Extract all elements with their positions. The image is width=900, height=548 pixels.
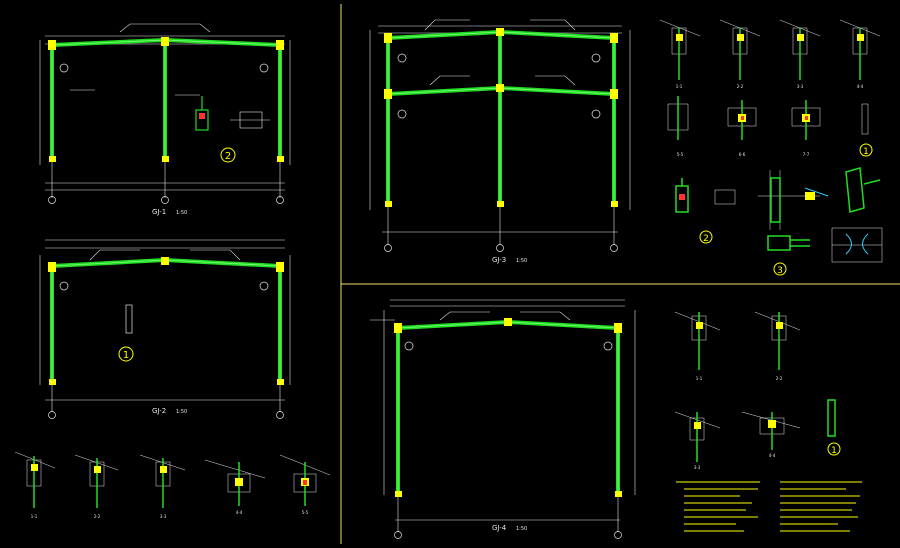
callout-number-gj2: 1	[123, 350, 129, 361]
section-tag: 3-3	[694, 465, 701, 470]
design-notes-block	[676, 481, 862, 532]
section-tag: 3-3	[160, 514, 167, 519]
bottom-left-section-details: 1-1 2-2 3-3 4-4 5-5	[14, 451, 331, 519]
callout-circle-gj2	[118, 346, 134, 362]
frame-scale-gj4: 1:50	[516, 526, 527, 532]
callout-number-gj3-b: 2	[703, 234, 709, 244]
section-tag: 5-5	[677, 152, 684, 157]
sheet-dividers	[340, 4, 900, 544]
section-tag: 1-1	[676, 84, 683, 89]
frame-gj3: GJ-3 1:50	[369, 19, 631, 264]
callout-number-gj3-a: 1	[863, 147, 869, 157]
section-tag: 4-4	[769, 453, 776, 458]
frame-scale-gj1: 1:50	[176, 210, 187, 216]
frame-scale-gj2: 1:50	[176, 409, 187, 415]
gj4-node-details: 1 1-1 2-2 3-3 4-4	[674, 311, 862, 532]
frame-scale-gj3: 1:50	[516, 258, 527, 264]
frame-title-gj4: GJ-4	[492, 524, 507, 532]
frame-title-gj3: GJ-3	[492, 256, 506, 264]
section-tag: 3-3	[797, 84, 804, 89]
section-tag: 2-2	[94, 514, 101, 519]
frame-gj1: 2 GJ-1 1:50	[39, 23, 291, 216]
callout-number-gj4: 1	[831, 446, 837, 456]
section-tag: 2-2	[737, 84, 744, 89]
section-tag: 4-4	[857, 84, 864, 89]
gj3-node-details: 1 2 3 1-1 2-2 3-3 4-4 5-5 6-6 7-7	[659, 19, 883, 276]
section-tag: 1-1	[696, 376, 703, 381]
section-tag: 2-2	[776, 376, 783, 381]
callout-number-gj3-c: 3	[777, 266, 783, 276]
callout-number-gj1: 2	[225, 151, 231, 162]
frame-gj2: 1 GJ-2 1:50	[39, 239, 291, 419]
frame-title-gj1: GJ-1	[152, 208, 166, 216]
frame-gj4: GJ-4 1:50	[370, 299, 636, 539]
section-tag: 7-7	[803, 152, 810, 157]
section-tag: 5-5	[302, 510, 309, 515]
section-tag: 4-4	[236, 510, 243, 515]
section-tag: 6-6	[739, 152, 746, 157]
callout-circle-gj1	[220, 147, 236, 163]
section-tag: 1-1	[31, 514, 38, 519]
frame-title-gj2: GJ-2	[152, 407, 166, 415]
